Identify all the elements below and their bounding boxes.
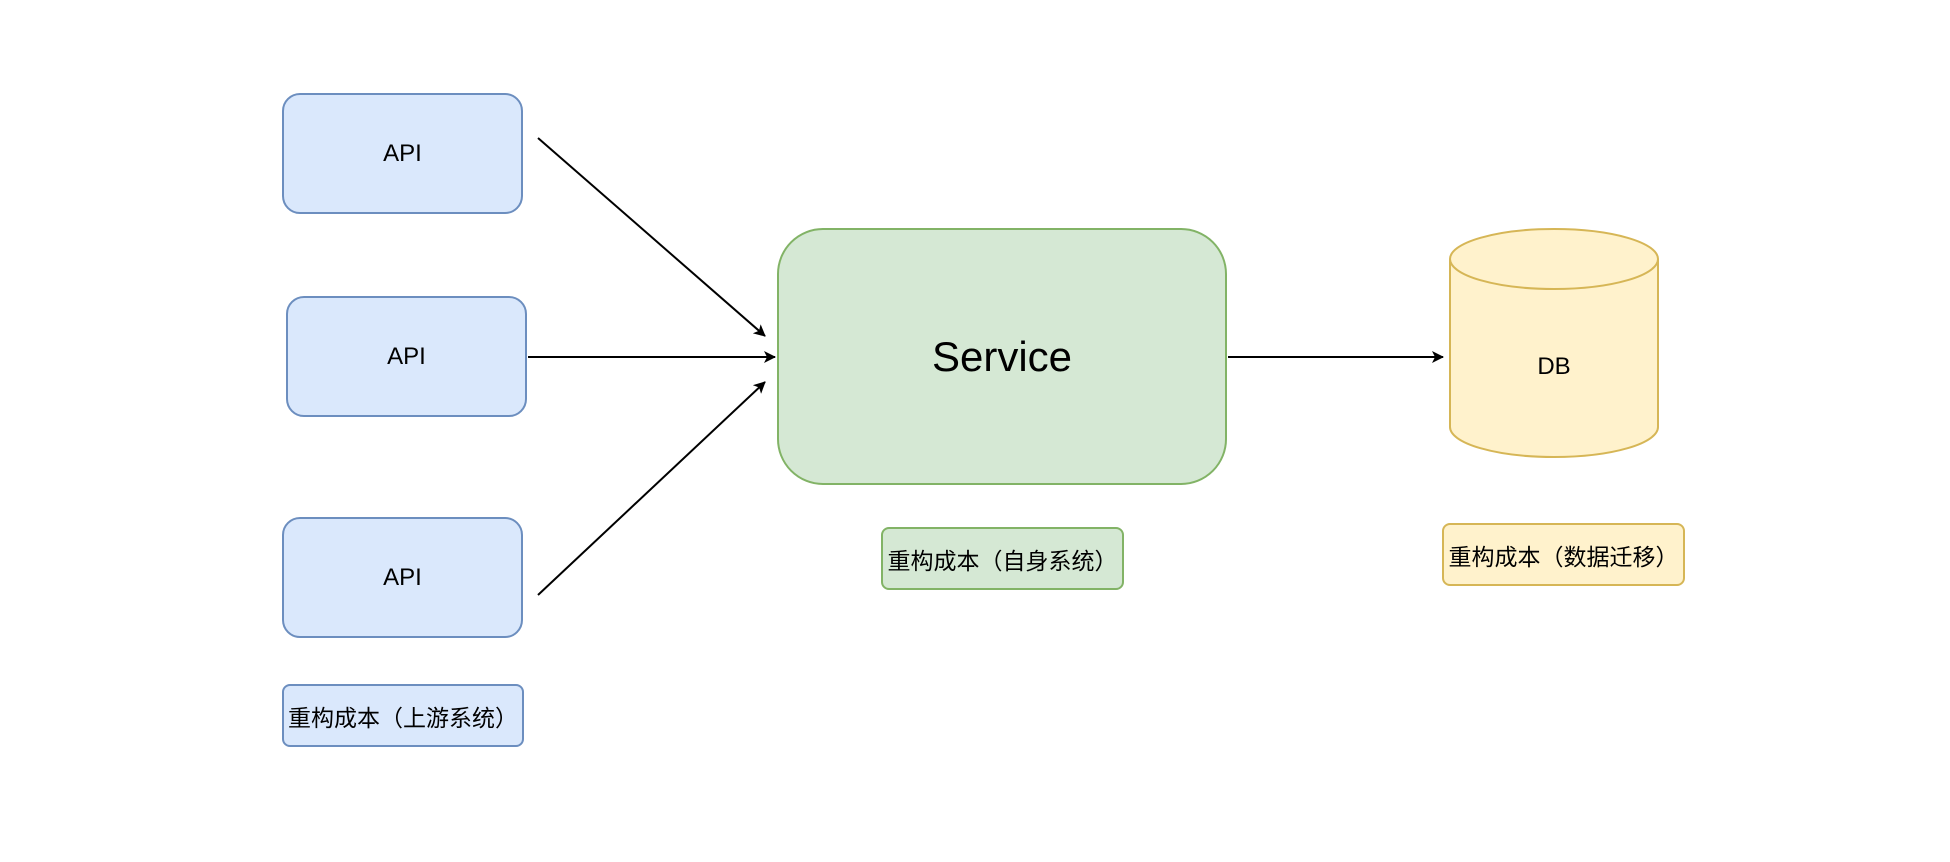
arrow-api1-to-service	[537, 137, 766, 337]
cost-label-migration: 重构成本（数据迁移）	[1442, 523, 1685, 586]
database-body	[1449, 259, 1659, 458]
api-node-top: API	[282, 93, 523, 214]
database-label: DB	[1537, 353, 1571, 380]
api-node-top-label: API	[383, 139, 422, 167]
api-node-middle: API	[286, 296, 527, 417]
database-top	[1449, 228, 1659, 290]
cost-label-self-text: 重构成本（自身系统）	[887, 547, 1118, 574]
service-node: Service	[777, 228, 1227, 485]
cost-label-upstream: 重构成本（上游系统）	[282, 684, 524, 747]
database-cylinder	[1449, 228, 1659, 458]
cost-label-upstream-text: 重构成本（上游系统）	[288, 704, 518, 731]
service-node-label: Service	[931, 332, 1073, 380]
api-node-bottom-label: API	[383, 563, 422, 591]
api-node-bottom: API	[282, 517, 523, 638]
cost-label-self: 重构成本（自身系统）	[881, 527, 1124, 590]
api-node-middle-label: API	[387, 342, 426, 370]
arrow-api3-to-service	[537, 381, 766, 596]
cost-label-migration-text: 重构成本（数据迁移）	[1448, 543, 1679, 570]
